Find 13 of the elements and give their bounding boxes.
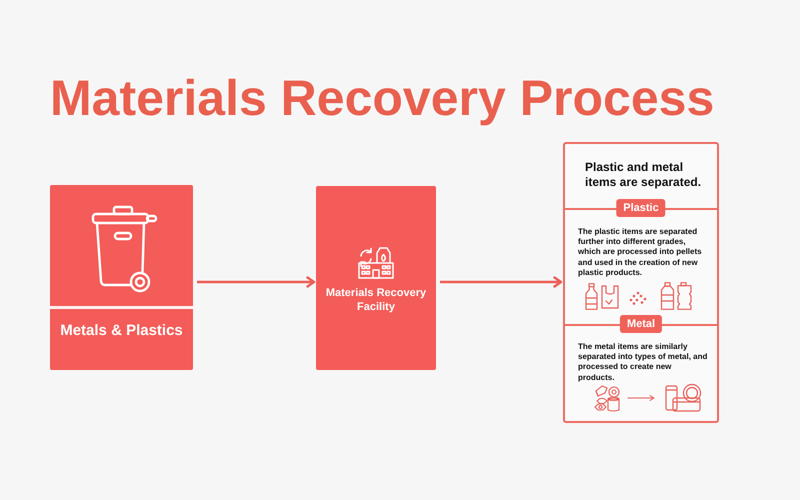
process-box bbox=[316, 186, 436, 370]
description-text: The plastic items are separated further into different grades, which are processed into pellets and used in the creation of new plastic products. bbox=[578, 227, 703, 278]
arrow bbox=[197, 276, 316, 288]
info-panel bbox=[563, 142, 719, 423]
heading-tag: Plastic bbox=[616, 199, 666, 217]
panel-heading: Plastic and metal items are separated. bbox=[585, 160, 702, 190]
diagram-title: Materials Recovery Process bbox=[50, 70, 714, 126]
box-label: Materials Recovery Facility bbox=[324, 286, 428, 314]
description-text: The metal items are similarly separated into types of metal, and processed to create new products. bbox=[578, 342, 708, 383]
arrow bbox=[440, 276, 562, 288]
process-box bbox=[50, 185, 193, 370]
heading-tag: Metal bbox=[620, 315, 662, 333]
box-label: Metals & Plastics bbox=[59, 322, 184, 340]
